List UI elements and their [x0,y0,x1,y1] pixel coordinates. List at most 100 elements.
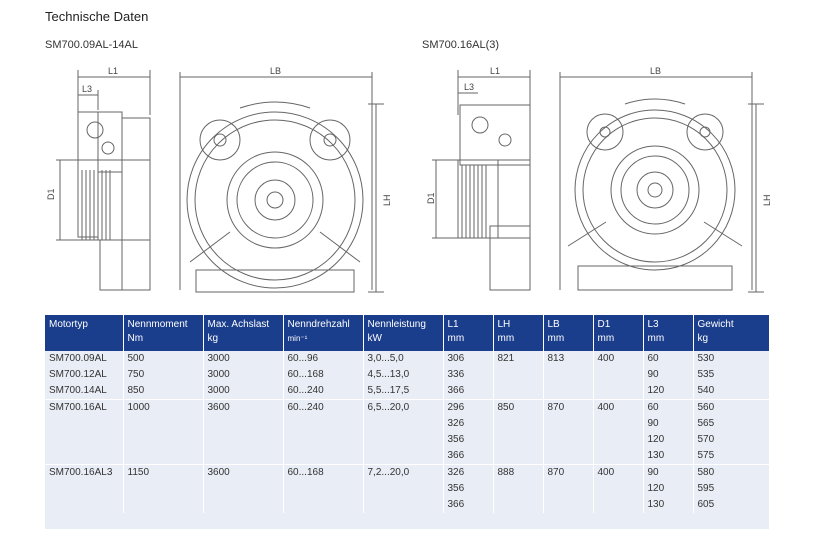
cell: 870 [542,464,593,481]
cell [542,432,593,448]
cell [592,416,643,432]
cell: 400 [592,351,643,367]
cell: 366 [442,383,493,400]
cell [492,367,543,383]
dim-lh-b: LH [762,194,772,206]
cell: 813 [542,351,593,367]
cell: SM700.16AL3 [45,464,123,481]
cell [362,432,443,448]
cell [592,497,643,513]
cell: SM700.14AL [49,385,107,396]
cell [542,383,593,400]
cell: 400 [592,399,643,416]
model-label-a: SM700.09AL-14AL [45,39,138,51]
cell: 3,0...5,0 [362,351,443,367]
cell [282,432,363,448]
cell: SM700.09AL [49,353,107,364]
cell: 90 [642,367,693,383]
cell: 7,2...20,0 [362,464,443,481]
cell [45,497,123,513]
cell [282,416,363,432]
dim-lh-a: LH [382,194,392,206]
cell [592,383,643,400]
cell: 326 [442,464,493,481]
cell: 565 [692,416,769,432]
cell: 575 [692,448,769,465]
cell [542,416,593,432]
cell [45,432,123,448]
cell: 570 [692,432,769,448]
cell [202,448,283,465]
cell [492,416,543,432]
front-view-b [559,72,764,293]
cell: 400 [592,464,643,481]
cell [45,416,123,432]
cell: 1000 [122,399,203,416]
cell: 130 [642,448,693,465]
cell: 60...96 [282,351,363,367]
cell: 60...168 [282,464,363,481]
cell [122,481,203,497]
cell [202,497,283,513]
cell [592,367,643,383]
cell: 821 [492,351,543,367]
dim-l1-b: L1 [490,66,500,76]
dim-lb-a: LB [270,66,281,76]
technical-drawings: L1 L3 LB D1 LH L1 L3 LB D1 LH [46,66,772,293]
front-view-a [179,72,384,293]
cell: 356 [442,432,493,448]
cell [542,448,593,465]
header-motortyp: Motortyp [45,315,123,351]
cell: 90 [642,464,693,481]
dim-l1-a: L1 [108,66,118,76]
cell: 356 [442,481,493,497]
cell: 366 [442,497,493,513]
cell [202,416,283,432]
cell [45,481,123,497]
cell: 750 [122,367,203,383]
cell: 90 [642,416,693,432]
cell: 60...240 [282,383,363,400]
cell [542,367,593,383]
cell: SM700.12AL [49,369,107,380]
cell: 595 [692,481,769,497]
cell: 4,5...13,0 [362,367,443,383]
cell [362,481,443,497]
cell [282,448,363,465]
cell: 120 [642,383,693,400]
cell: 5,5...17,5 [362,383,443,400]
cell [202,432,283,448]
cell [592,448,643,465]
cell: 3000 [202,367,283,383]
cell [592,481,643,497]
dim-d1-a: D1 [46,188,56,200]
cell: 120 [642,481,693,497]
cell [492,448,543,465]
cell: 3600 [202,464,283,481]
cell [362,416,443,432]
page-title: Technische Daten [45,9,149,24]
cell: 60...240 [282,399,363,416]
cell: 130 [642,497,693,513]
cell: 888 [492,464,543,481]
cell: 60 [642,351,693,367]
cell [122,416,203,432]
cell [122,448,203,465]
cell: 60...168 [282,367,363,383]
cell: 366 [442,448,493,465]
cell: 3000 [202,351,283,367]
